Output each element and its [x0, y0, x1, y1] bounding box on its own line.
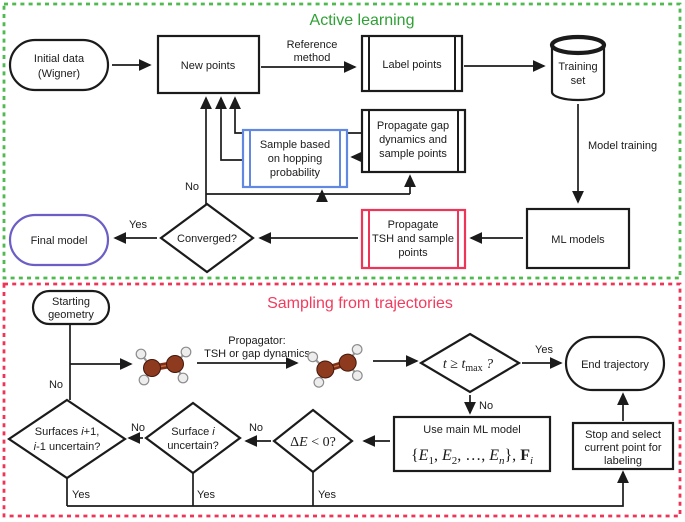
model-training-label: Model training — [588, 140, 657, 152]
ml-models-node — [525, 207, 631, 270]
hydrogen-atom — [177, 372, 189, 384]
yes-label-surfaces: Yes — [72, 489, 90, 501]
sample-hopping-node — [241, 128, 349, 189]
propagator-label2: TSH or gap dynamics — [204, 348, 310, 360]
yes-label-surfacei: Yes — [197, 489, 215, 501]
no-label-surfacei: No — [131, 422, 145, 434]
active-learning-border — [2, 2, 682, 280]
hydrogen-atom — [135, 348, 147, 360]
sampling-border — [2, 282, 682, 518]
hydrogen-atom — [138, 374, 150, 386]
ml-models-label: ML models — [551, 234, 605, 246]
sample-hopping-label: Sample based — [260, 139, 330, 151]
tmax-label: t ≥ tmax ? — [443, 357, 493, 374]
line-yes-to-stop — [67, 470, 629, 507]
surfaces-label2: i-1 uncertain? — [34, 441, 101, 453]
initial-data-label2: (Wigner) — [38, 68, 80, 80]
yes-label-top: Yes — [129, 219, 147, 231]
stop-select-node — [571, 421, 675, 471]
hydrogen-atom — [313, 376, 325, 388]
active-learning-section: Active learning Initial data (Wigner) Ne… — [2, 2, 682, 280]
delta-e-decision — [272, 408, 354, 474]
propagate-gap-label: Propagate gap — [377, 120, 449, 132]
sample-hopping-label2: on hopping — [268, 153, 322, 165]
line-hopping-to-newpoints — [215, 96, 243, 161]
label-points-label: Label points — [382, 59, 442, 71]
carbon-atom — [338, 353, 357, 372]
hydrogen-atom — [351, 344, 363, 355]
tmax-decision — [418, 332, 522, 394]
no-label-start: No — [49, 379, 63, 391]
initial-data-label: Initial data — [34, 53, 85, 65]
use-ml-model-label: Use main ML model — [423, 424, 520, 436]
starting-geometry-label: Starting — [52, 296, 90, 308]
active-learning-title: Active learning — [310, 12, 415, 29]
propagate-gap-label3: sample points — [379, 148, 447, 160]
use-ml-model-node — [392, 415, 552, 473]
label-points-node — [360, 34, 464, 93]
propagate-tsh-label2: TSH and sample — [372, 233, 454, 245]
delta-e-label: ΔE < 0? — [290, 435, 336, 450]
converged-label: Converged? — [177, 233, 237, 245]
no-label-top: No — [185, 181, 199, 193]
initial-data-node — [8, 38, 110, 92]
final-model-node — [8, 213, 110, 267]
surface-i-label: Surface i — [171, 426, 215, 438]
propagate-gap-node — [360, 108, 467, 174]
carbon-atom — [166, 355, 184, 373]
surface-i-decision — [144, 401, 242, 475]
propagate-gap-label2: dynamics and — [379, 134, 447, 146]
molecule-ethylene-1 — [135, 346, 192, 386]
training-set-cylinder-top — [549, 34, 607, 56]
yes-label-tmax: Yes — [535, 344, 553, 356]
no-label-tmax: No — [479, 400, 493, 412]
training-set-label2: set — [571, 75, 586, 87]
end-trajectory-label: End trajectory — [581, 359, 649, 371]
hydrogen-atom — [307, 351, 319, 363]
stop-select-label2: current point for — [584, 442, 661, 454]
stop-select-label3: labeling — [604, 455, 642, 467]
propagate-tsh-label3: points — [398, 247, 428, 259]
sample-hopping-label3: probability — [270, 167, 321, 179]
carbon-atom — [316, 360, 335, 379]
stop-select-label: Stop and select — [585, 429, 661, 441]
new-points-label: New points — [181, 60, 236, 72]
surface-i-label2: uncertain? — [167, 440, 218, 452]
molecule-ethylene-2 — [307, 344, 363, 388]
carbon-atom — [143, 359, 161, 377]
starting-geometry-node — [31, 289, 111, 326]
use-ml-model-math: {E1, E2, …, En}, Fi — [411, 447, 533, 467]
propagator-label: Propagator: — [228, 335, 285, 347]
new-points-node — [156, 34, 261, 95]
hydrogen-atom — [180, 346, 192, 358]
starting-geometry-label2: geometry — [48, 309, 94, 321]
propagate-tsh-node — [360, 208, 467, 270]
yes-label-deltae: Yes — [318, 489, 336, 501]
training-set-label: Training — [558, 61, 597, 73]
surfaces-label: Surfaces i+1, — [35, 426, 100, 438]
converged-decision — [159, 202, 255, 274]
end-trajectory-node — [564, 335, 666, 392]
line-propagategap-to-newpoints — [229, 96, 362, 134]
surfaces-decision — [7, 398, 127, 480]
propagate-tsh-label: Propagate — [388, 219, 439, 231]
reference-method-label2: method — [294, 52, 331, 64]
hydrogen-atom — [351, 370, 363, 381]
no-label-deltae: No — [249, 422, 263, 434]
reference-method-label: Reference — [287, 39, 338, 51]
sampling-title: Sampling from trajectories — [267, 295, 453, 312]
sampling-section: Sampling from trajectories Starting geom… — [2, 282, 682, 518]
training-set-node — [550, 45, 606, 102]
final-model-label: Final model — [31, 235, 88, 247]
